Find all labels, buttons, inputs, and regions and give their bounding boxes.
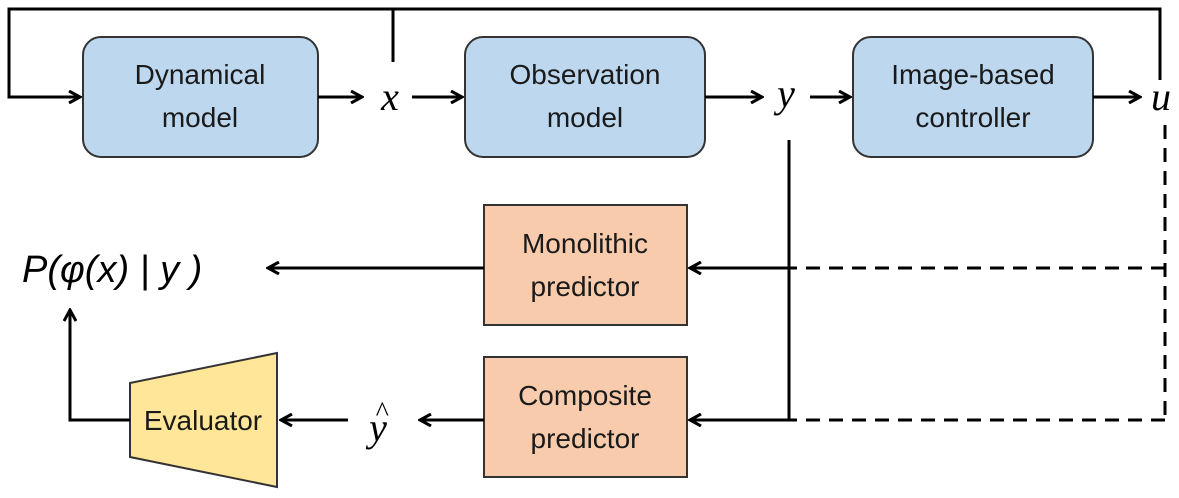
feedback-loop-line	[7, 7, 1162, 97]
control-u-label: u	[1151, 74, 1171, 119]
composite-predictor-box	[483, 356, 688, 478]
composite-predictor-label-1: Composite	[518, 380, 652, 411]
observation-y-label: y	[773, 71, 795, 116]
observation-model-label-1: Observation	[510, 59, 661, 90]
evaluator-label: Evaluator	[144, 405, 262, 436]
probability-expression: P(φ(x) | y )	[22, 249, 202, 291]
composite-predictor-label-2: predictor	[531, 423, 640, 454]
monolithic-predictor-box	[483, 204, 688, 326]
monolithic-predictor-label-2: predictor	[531, 271, 640, 302]
evaluator-trapezoid	[129, 351, 278, 489]
observation-model-label-2: model	[547, 102, 623, 133]
controller-label-1: Image-based	[891, 59, 1054, 90]
dynamical-model-label-1: Dynamical	[135, 59, 266, 90]
predicted-y-label: y	[365, 405, 387, 450]
dynamical-model-label-2: model	[162, 102, 238, 133]
monolithic-predictor-label-1: Monolithic	[522, 228, 648, 259]
state-x-label: x	[380, 74, 399, 119]
predicted-y-hat-accent: ^	[375, 397, 389, 428]
dynamical-model-box	[82, 36, 319, 158]
controller-box	[852, 36, 1094, 158]
observation-model-box	[464, 36, 706, 158]
controller-label-2: controller	[915, 102, 1030, 133]
arrow-evaluator-to-probability	[70, 310, 130, 422]
